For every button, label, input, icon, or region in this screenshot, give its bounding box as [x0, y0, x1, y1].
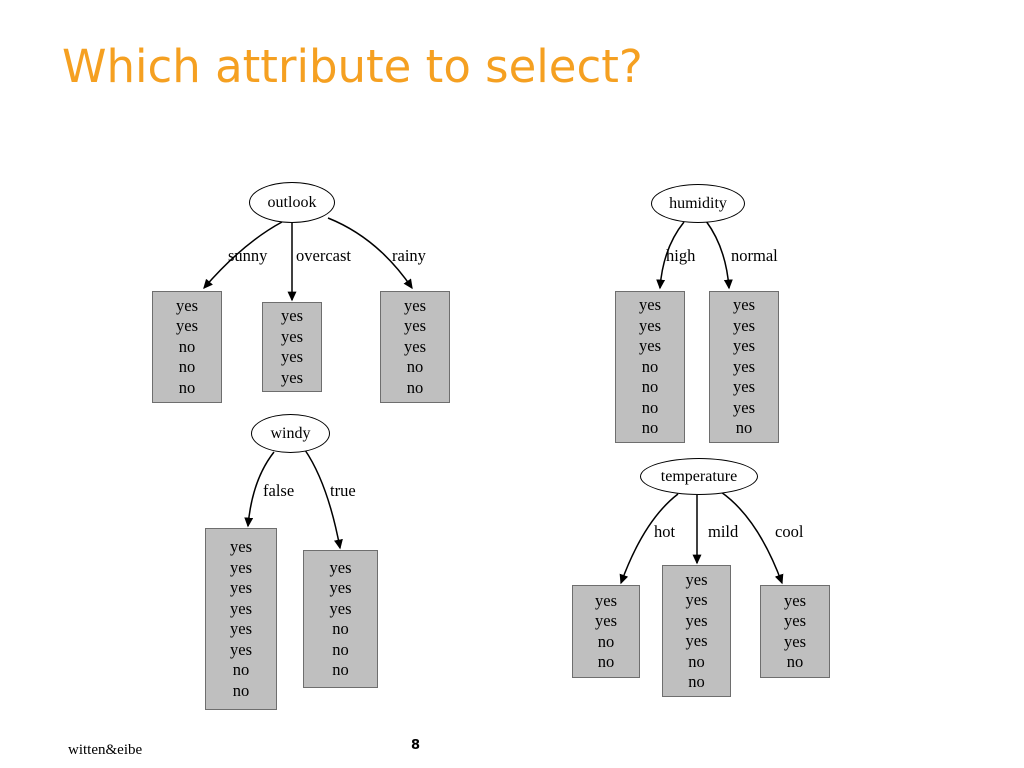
- leaf-value: yes: [784, 631, 806, 651]
- footer-author: witten&eibe: [68, 742, 143, 758]
- leaf-value: no: [332, 639, 349, 659]
- leaf-value: yes: [639, 336, 661, 356]
- leaf-value: no: [597, 652, 615, 671]
- leaf-value: yes: [281, 326, 303, 346]
- edge-label-sunny: sunny: [228, 246, 268, 265]
- leaf-value: yes: [733, 397, 755, 417]
- leaf-value: no: [178, 357, 196, 377]
- leaf-value: no: [332, 660, 349, 679]
- leaf-value: no: [688, 651, 705, 671]
- leaf-value: yes: [784, 611, 806, 630]
- leaf-value: yes: [230, 557, 252, 577]
- attribute-node-outlook: outlook: [249, 182, 335, 223]
- leaf-value: yes: [404, 316, 426, 336]
- edge-label-high: high: [666, 246, 696, 265]
- edge-label-mild: mild: [708, 522, 739, 541]
- leaf-value: no: [641, 356, 659, 376]
- leaf-value: yes: [639, 315, 661, 335]
- edge-label-normal: normal: [731, 246, 778, 265]
- edge-label-overcast: overcast: [296, 246, 351, 265]
- edge-label-true: true: [330, 481, 356, 500]
- attribute-node-humidity: humidity: [651, 184, 745, 223]
- attribute-node-windy: windy: [251, 414, 330, 453]
- leaf-value: no: [641, 418, 659, 438]
- leaf-value: no: [688, 672, 705, 691]
- edge-label-rainy: rainy: [392, 246, 426, 265]
- leaf-value: no: [406, 377, 424, 397]
- leaf-value: yes: [329, 557, 352, 577]
- leaf-value: yes: [176, 316, 198, 336]
- leaf-value: yes: [685, 610, 708, 630]
- leaf-value: yes: [281, 367, 303, 387]
- leaf-value: yes: [230, 639, 252, 659]
- leaf-value: yes: [733, 336, 755, 356]
- leaf-value: yes: [595, 611, 617, 630]
- leaf-value: no: [332, 619, 349, 638]
- leaf-value: no: [641, 397, 659, 417]
- leaf-value: yes: [404, 295, 426, 315]
- leaf-value: yes: [685, 569, 708, 589]
- leaf-value: no: [178, 336, 196, 356]
- edge-humidity-normal: [705, 220, 733, 290]
- leaf-value: yes: [329, 598, 352, 618]
- footer-page-number: 8: [411, 738, 421, 753]
- page-title: Which attribute to select?: [62, 40, 643, 93]
- leaf-value: yes: [685, 590, 708, 609]
- edge-label-false: false: [263, 481, 295, 500]
- leaf-value: yes: [595, 590, 617, 610]
- leaf-value: yes: [329, 578, 352, 597]
- leaf-value: yes: [733, 356, 755, 376]
- leaf-value: yes: [404, 336, 426, 356]
- edge-label-cool: cool: [775, 522, 804, 541]
- leaf-value: yes: [685, 631, 708, 650]
- leaf-value: yes: [230, 598, 252, 618]
- leaf-value: yes: [733, 377, 755, 397]
- edge-label-hot: hot: [654, 522, 676, 541]
- leaf-value: no: [178, 377, 196, 397]
- leaf-value: yes: [733, 295, 755, 315]
- leaf-value: no: [232, 680, 250, 700]
- leaf-value: yes: [639, 295, 661, 315]
- leaf-value: no: [641, 377, 659, 397]
- leaf-value: yes: [733, 315, 755, 335]
- leaf-value: no: [232, 660, 250, 679]
- leaf-value: yes: [176, 295, 198, 315]
- leaf-value: yes: [230, 578, 252, 597]
- leaf-value: no: [786, 652, 804, 671]
- leaf-value: yes: [281, 347, 303, 366]
- leaf-value: yes: [281, 306, 303, 325]
- attribute-node-temperature: temperature: [640, 458, 758, 495]
- leaf-value: yes: [784, 590, 806, 610]
- leaf-value: no: [597, 631, 615, 651]
- leaf-value: no: [406, 357, 424, 377]
- leaf-value: yes: [230, 619, 252, 638]
- leaf-value: no: [735, 418, 753, 438]
- leaf-value: yes: [230, 537, 252, 556]
